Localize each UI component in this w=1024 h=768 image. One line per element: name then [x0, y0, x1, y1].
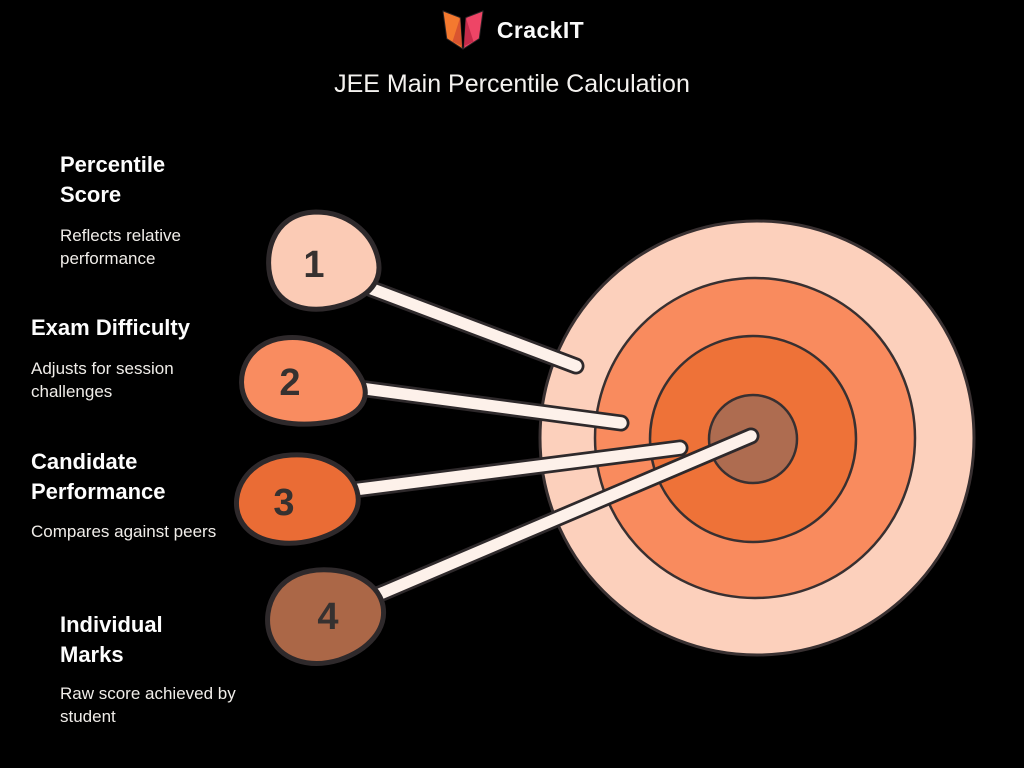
marker-blob-1: [266, 209, 382, 312]
pointer-line-2: [353, 382, 627, 429]
marker-number-3: 3: [273, 482, 294, 524]
item-2-heading: Exam Difficulty: [31, 315, 190, 340]
item-2-description: Adjusts for session challenges: [31, 359, 174, 401]
pointer-line-3: [347, 442, 686, 496]
crackit-logo-icon: [442, 10, 484, 50]
marker-blob-2: [239, 335, 368, 427]
item-1-description: Reflects relative performance: [60, 226, 181, 268]
logo-right-shade: [463, 17, 474, 47]
logo-left-shade: [452, 17, 462, 47]
pointer-line-1: [366, 283, 582, 372]
marker-number-1: 1: [303, 244, 324, 286]
marker-blob-3: [233, 452, 361, 546]
item-4-description: Raw score achieved by student: [60, 684, 236, 726]
marker-blob-4: [265, 567, 387, 666]
page-title: JEE Main Percentile Calculation: [334, 70, 690, 98]
marker-number-4: 4: [317, 596, 338, 638]
item-1-heading: Percentile Score: [60, 152, 166, 207]
item-3-heading: Candidate Performance: [31, 449, 166, 504]
item-4-heading: Individual Marks: [60, 612, 163, 667]
item-3-description: Compares against peers: [31, 522, 217, 541]
pointer-line-4: [369, 430, 757, 602]
brand-name: CrackIT: [496, 16, 585, 43]
marker-number-2: 2: [279, 362, 300, 404]
brand-header: CrackIT: [0, 8, 1024, 52]
